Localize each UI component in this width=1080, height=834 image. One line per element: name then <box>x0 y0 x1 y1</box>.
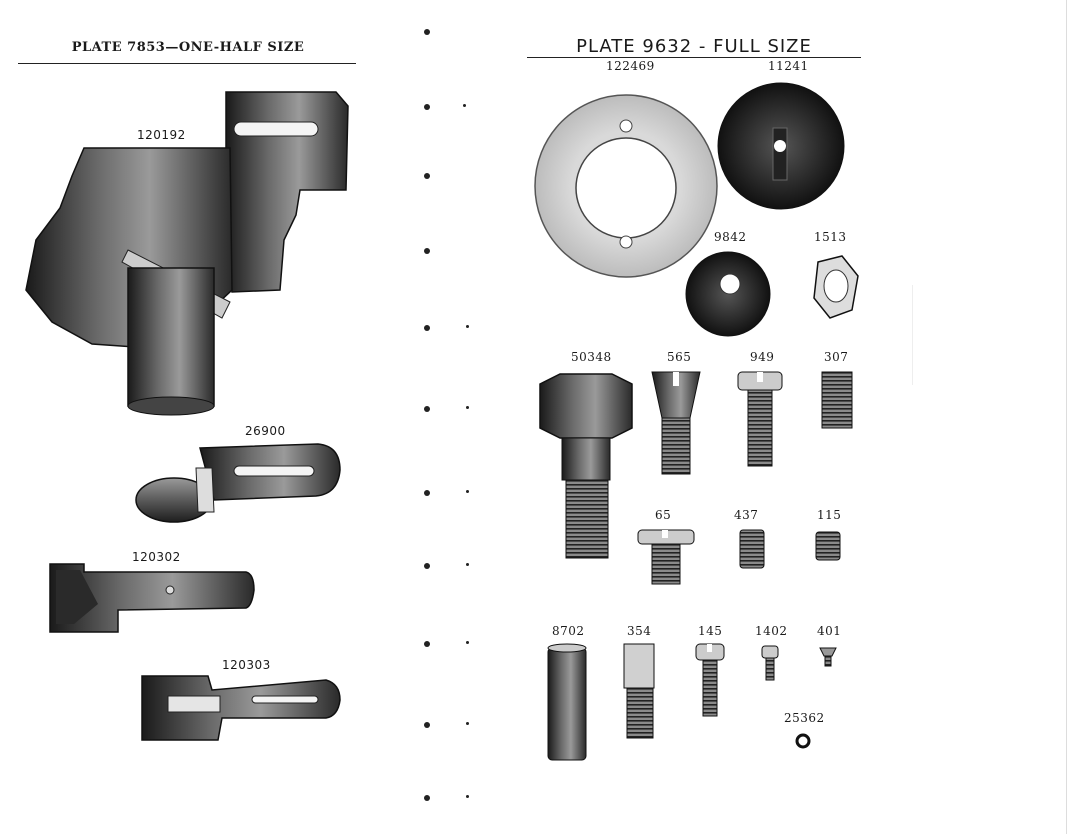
part-1513-figure <box>813 255 859 319</box>
part-label-115: 115 <box>817 508 842 522</box>
part-label-65: 65 <box>655 508 672 522</box>
part-50348-figure <box>539 373 633 559</box>
part-label-1513: 1513 <box>814 230 847 244</box>
part-8702-figure <box>547 643 587 761</box>
binding-hole <box>424 104 430 110</box>
binding-hole <box>424 406 430 412</box>
part-label-120303: 120303 <box>222 658 271 672</box>
binding-hole <box>424 795 430 801</box>
binding-hole <box>466 490 469 493</box>
part-9842-figure <box>685 251 771 337</box>
part-26900-figure <box>135 443 341 523</box>
page-edge <box>912 285 913 385</box>
binding-hole <box>424 29 430 35</box>
binding-hole <box>466 722 469 725</box>
part-label-9842: 9842 <box>714 230 747 244</box>
part-label-122469: 122469 <box>606 59 655 73</box>
binding-hole <box>424 490 430 496</box>
part-354-figure <box>623 643 655 739</box>
right-plate-title: PLATE 9632 - FULL SIZE <box>576 36 812 57</box>
binding-hole <box>466 406 469 409</box>
part-122469-figure <box>534 94 718 278</box>
part-label-25362: 25362 <box>784 711 825 725</box>
part-label-50348: 50348 <box>571 350 612 364</box>
binding-hole <box>466 641 469 644</box>
part-145-figure <box>695 643 725 717</box>
binding-hole <box>463 104 466 107</box>
binding-hole <box>424 173 430 179</box>
part-11241-figure <box>717 82 845 210</box>
part-120303-figure <box>141 675 341 741</box>
binding-hole <box>466 563 469 566</box>
left-plate-title: PLATE 7853—ONE-HALF SIZE <box>71 40 305 55</box>
part-25362-figure <box>795 733 811 749</box>
part-label-8702: 8702 <box>552 624 585 638</box>
part-label-11241: 11241 <box>768 59 809 73</box>
part-label-307: 307 <box>824 350 849 364</box>
part-307-figure <box>821 371 853 429</box>
part-label-401: 401 <box>817 624 842 638</box>
binding-hole <box>424 248 430 254</box>
part-401-figure <box>819 647 837 667</box>
part-label-949: 949 <box>750 350 775 364</box>
part-label-120302: 120302 <box>132 550 181 564</box>
binding-hole <box>466 795 469 798</box>
part-label-145: 145 <box>698 624 723 638</box>
part-label-437: 437 <box>734 508 759 522</box>
part-565-figure <box>651 371 701 475</box>
right-title-rule <box>527 57 861 58</box>
part-label-26900: 26900 <box>245 424 286 438</box>
part-label-1402: 1402 <box>755 624 788 638</box>
part-label-120192: 120192 <box>137 128 186 142</box>
part-949-figure <box>737 371 783 467</box>
part-label-565: 565 <box>667 350 692 364</box>
binding-hole <box>466 325 469 328</box>
part-65-figure <box>637 529 695 585</box>
part-1402-figure <box>761 645 779 681</box>
part-437-figure <box>739 529 765 569</box>
binding-hole <box>424 722 430 728</box>
part-115-figure <box>815 531 841 561</box>
part-label-354: 354 <box>627 624 652 638</box>
part-120192-figure <box>25 91 349 416</box>
binding-hole <box>424 641 430 647</box>
part-120302-figure <box>49 563 255 633</box>
page-edge <box>1066 0 1067 834</box>
binding-hole <box>424 325 430 331</box>
binding-hole <box>424 563 430 569</box>
left-title-rule <box>18 63 356 64</box>
